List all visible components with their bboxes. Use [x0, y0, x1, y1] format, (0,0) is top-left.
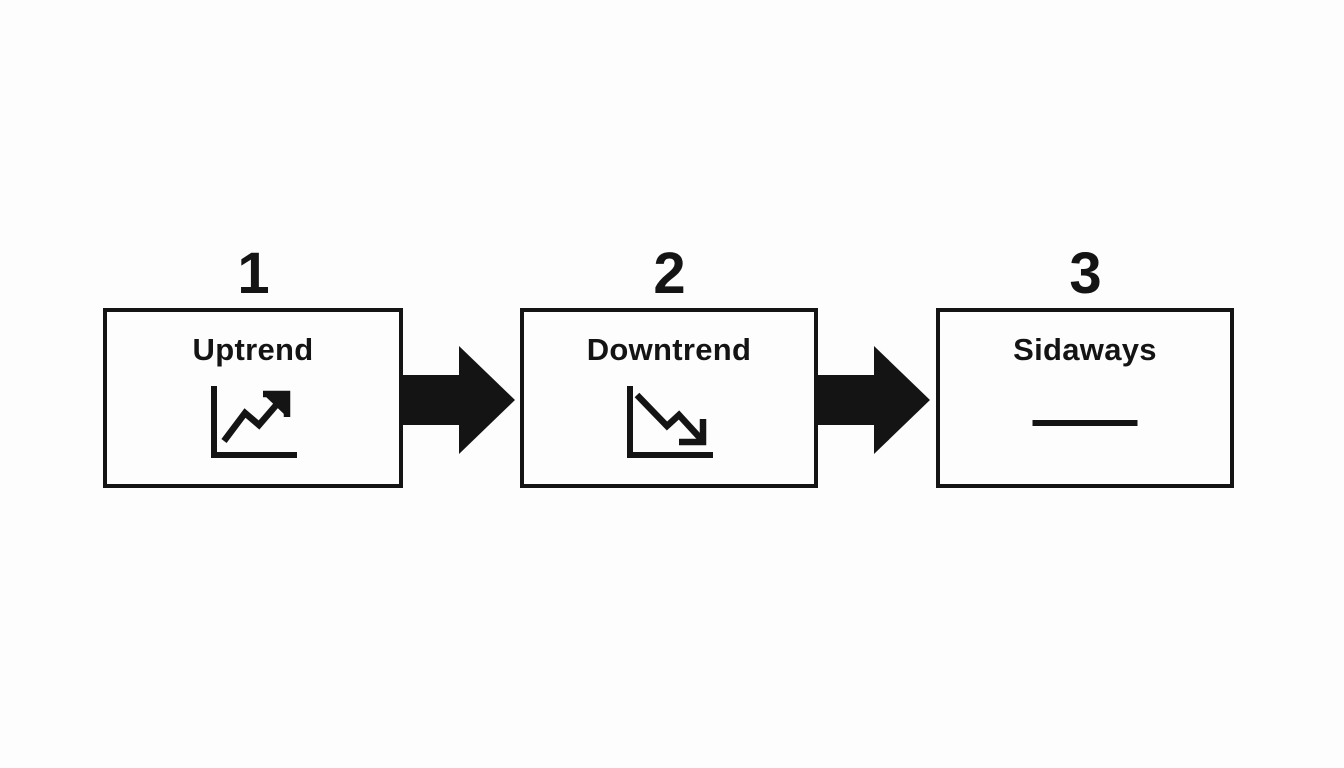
- flow-arrow-icon: [403, 346, 515, 454]
- step-label: Uptrend: [192, 332, 314, 367]
- step-label: Downtrend: [586, 332, 752, 367]
- step-label: Sidaways: [1013, 332, 1157, 367]
- step-box-sideways: Sidaways: [936, 308, 1234, 488]
- step-number-3: 3: [1069, 241, 1101, 306]
- step-number-1: 1: [237, 241, 269, 306]
- step-number-2: 2: [653, 241, 685, 306]
- flow-arrow-icon: [818, 346, 930, 454]
- step-box-downtrend: Downtrend: [520, 308, 818, 488]
- downtrend-chart-icon: [624, 384, 714, 465]
- uptrend-chart-icon: [208, 384, 298, 465]
- step-box-uptrend: Uptrend: [103, 308, 403, 488]
- flat-line-icon: [1032, 420, 1138, 426]
